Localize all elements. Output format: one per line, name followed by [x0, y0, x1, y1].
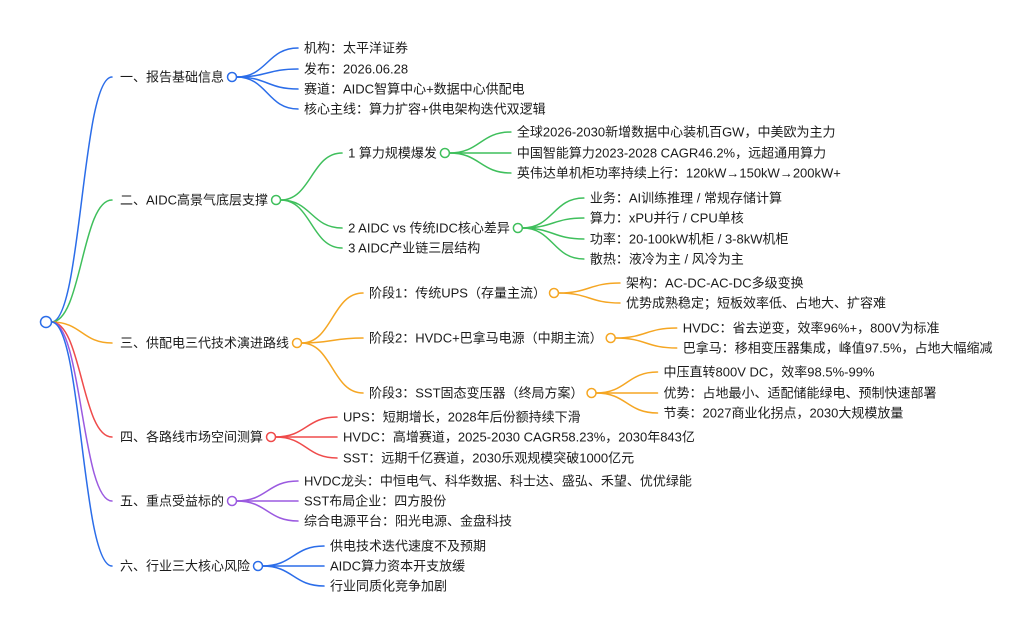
- connector-line: [448, 131, 512, 154]
- topic-label: 3 AIDC产业链三层结构: [348, 241, 480, 256]
- connector-line: [50, 321, 113, 344]
- collapse-toggle[interactable]: [270, 194, 282, 206]
- connector-line: [595, 371, 659, 394]
- detail-label: 中国智能算力2023-2028 CAGR46.2%，远超通用算力: [517, 146, 826, 161]
- detail-label: 英伟达单机柜功率持续上行：120kW→150kW→200kW+: [517, 166, 841, 181]
- collapse-toggle[interactable]: [226, 71, 238, 83]
- connector-line: [50, 199, 113, 323]
- connector-line: [279, 199, 343, 249]
- connector-line: [261, 545, 325, 567]
- collapse-toggle[interactable]: [548, 287, 560, 299]
- topic-label: AIDC算力资本开支放缓: [330, 559, 465, 574]
- detail-label: 架构：AC-DC-AC-DC多级变换: [626, 276, 804, 291]
- topic-label: 综合电源平台：阳光电源、金盘科技: [304, 514, 512, 529]
- collapse-toggle[interactable]: [226, 495, 238, 507]
- topic-label: 1 算力规模爆发: [348, 146, 437, 161]
- branch-1-label: 一、报告基础信息: [120, 70, 224, 85]
- detail-label: 中压直转800V DC，效率98.5%-99%: [664, 365, 875, 380]
- detail-label: 巴拿马：移相变压器集成，峰值97.5%，占地大幅缩减: [683, 341, 993, 356]
- connector-line: [300, 342, 364, 394]
- topic-label: 核心主线：算力扩容+供电架构迭代双逻辑: [304, 102, 546, 117]
- topic-label: 赛道：AIDC智算中心+数据中心供配电: [304, 82, 525, 97]
- connector-line: [448, 152, 512, 174]
- connector-line: [274, 416, 338, 438]
- branch-2-label: 二、AIDC高景气底层支撑: [120, 193, 268, 208]
- connector-line: [50, 321, 113, 502]
- branch-3-label: 三、供配电三代技术演进路线: [120, 336, 289, 351]
- connector-line: [279, 152, 343, 201]
- topic-label: 发布：2026.06.28: [304, 62, 408, 77]
- connector-line: [50, 321, 113, 567]
- branch-6-label: 六、行业三大核心风险: [120, 559, 250, 574]
- topic-label: 2 AIDC vs 传统IDC核心差异: [348, 221, 510, 236]
- connector-line: [300, 292, 364, 344]
- collapse-toggle[interactable]: [605, 332, 616, 344]
- connector-line: [261, 565, 325, 587]
- detail-label: 散热：液冷为主 / 风冷为主: [590, 252, 744, 267]
- collapse-toggle[interactable]: [265, 431, 277, 443]
- connector-line: [235, 76, 299, 110]
- topic-label: SST布局企业：四方股份: [304, 494, 446, 509]
- collapse-toggle[interactable]: [439, 147, 451, 159]
- collapse-toggle[interactable]: [291, 337, 303, 349]
- topic-label: HVDC：高增赛道，2025-2030 CAGR58.23%，2030年843亿: [343, 430, 695, 445]
- connector-line: [521, 227, 585, 260]
- topic-label: 阶段2：HVDC+巴拿马电源（中期主流）: [369, 331, 603, 346]
- branch-4-label: 四、各路线市场空间测算: [120, 430, 263, 445]
- topic-label: 供电技术迭代速度不及预期: [330, 539, 486, 554]
- root-node[interactable]: [39, 315, 53, 329]
- topic-label: UPS：短期增长，2028年后份额持续下滑: [343, 410, 581, 425]
- collapse-toggle[interactable]: [586, 387, 597, 399]
- connector-line: [274, 436, 338, 459]
- detail-label: 功率：20-100kW机柜 / 3-8kW机柜: [590, 232, 789, 247]
- topic-label: SST：远期千亿赛道，2030乐观规模突破1000亿元: [343, 451, 634, 466]
- connector-layer: [50, 47, 678, 587]
- collapse-toggle[interactable]: [252, 560, 264, 572]
- connector-line: [557, 292, 621, 304]
- connector-line: [595, 392, 659, 414]
- branch-5-label: 五、重点受益标的: [120, 494, 224, 509]
- detail-label: HVDC：省去逆变，效率96%+，800V为标准: [683, 321, 940, 336]
- connector-line: [235, 480, 299, 502]
- topic-label: 阶段1：传统UPS（存量主流）: [369, 286, 546, 301]
- topic-label: 行业同质化竞争加剧: [330, 579, 447, 594]
- detail-label: 优势：占地最小、适配储能绿电、预制快速部署: [664, 386, 937, 401]
- connector-line: [50, 321, 113, 438]
- detail-label: 优势成熟稳定；短板效率低、占地大、扩容难: [626, 296, 886, 312]
- detail-label: 全球2026-2030新增数据中心装机百GW，中美欧为主力: [517, 125, 836, 140]
- detail-label: 节奏：2027商业化拐点，2030大规模放量: [664, 406, 904, 421]
- connector-line: [557, 282, 621, 294]
- collapse-toggle[interactable]: [512, 222, 524, 234]
- detail-label: 业务：AI训练推理 / 常规存储计算: [590, 191, 782, 206]
- detail-label: 算力：xPU并行 / CPU单核: [590, 211, 744, 226]
- topic-label: 阶段3：SST固态变压器（终局方案）: [369, 386, 584, 401]
- connector-line: [614, 327, 678, 339]
- connector-line: [50, 76, 113, 323]
- connector-line: [614, 337, 678, 349]
- topic-label: HVDC龙头：中恒电气、科华数据、科士达、盛弘、禾望、优优绿能: [304, 474, 692, 489]
- connector-line: [300, 337, 364, 344]
- topic-label: 机构：太平洋证券: [304, 41, 408, 56]
- connector-line: [235, 500, 299, 522]
